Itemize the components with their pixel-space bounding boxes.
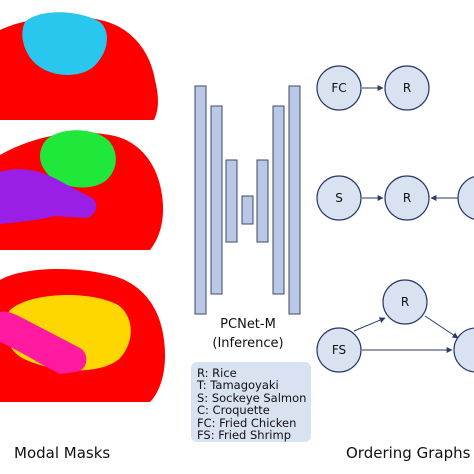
network-mode: (Inference) xyxy=(212,336,283,351)
node-r-label: R xyxy=(403,191,411,205)
network-name: PCNet-M xyxy=(220,317,276,332)
mask-image-1 xyxy=(0,12,158,120)
legend-item-fried-shrimp: FS: Fried Shrimp xyxy=(197,428,291,442)
network-diagram xyxy=(194,85,301,315)
legend-item-tamagoyaki: T: Tamagoyaki xyxy=(197,378,279,392)
edge-r-to-offscreen xyxy=(424,315,459,339)
node-r xyxy=(384,175,430,221)
network-layer-2 xyxy=(210,105,223,295)
mask-3-pink-region xyxy=(0,311,87,374)
legend-item-fried-chicken: FC: Fried Chicken xyxy=(197,416,297,430)
node-fc-label: FC xyxy=(331,81,346,95)
mask-1-cyan-region xyxy=(22,12,107,75)
node-s-label: S xyxy=(335,191,343,205)
network-layer-3 xyxy=(225,159,238,243)
masks-caption: Modal Masks xyxy=(14,444,110,462)
node-r xyxy=(382,279,428,325)
network-layer-4 xyxy=(241,195,254,225)
network-layer-6 xyxy=(272,105,285,295)
mask-2-purple-region xyxy=(0,169,97,224)
legend-item-sockeye-salmon: S: Sockeye Salmon xyxy=(197,391,307,405)
legend-box: R: Rice T: Tamagoyaki S: Sockeye Salmon … xyxy=(191,362,311,442)
ordering-graph-3: R FS xyxy=(316,279,474,373)
network-layer-1 xyxy=(194,85,207,315)
mask-image-2 xyxy=(0,130,164,250)
network-layer-5 xyxy=(256,159,269,243)
mask-2-red-region xyxy=(0,132,164,250)
network-layer-7 xyxy=(288,85,301,315)
graphs-caption: Ordering Graphs xyxy=(346,444,471,462)
mask-2-green-region xyxy=(40,130,116,188)
legend-item-croquette: C: Croquette xyxy=(197,403,270,417)
ordering-graph-2: S R xyxy=(316,175,474,221)
node-s xyxy=(316,175,362,221)
legend-item-rice: R: Rice xyxy=(197,366,237,380)
edge-fs-to-r xyxy=(353,317,386,332)
node-cut-off xyxy=(453,327,474,373)
node-cut-off xyxy=(457,176,474,220)
node-fs xyxy=(316,327,362,373)
mask-image-3 xyxy=(0,268,166,402)
node-r-label: R xyxy=(403,81,411,95)
node-fs-label: FS xyxy=(332,343,346,357)
node-r-label: R xyxy=(401,295,409,309)
node-r xyxy=(384,65,430,111)
ordering-graph-1: FC R xyxy=(316,65,430,111)
node-fc xyxy=(316,65,362,111)
